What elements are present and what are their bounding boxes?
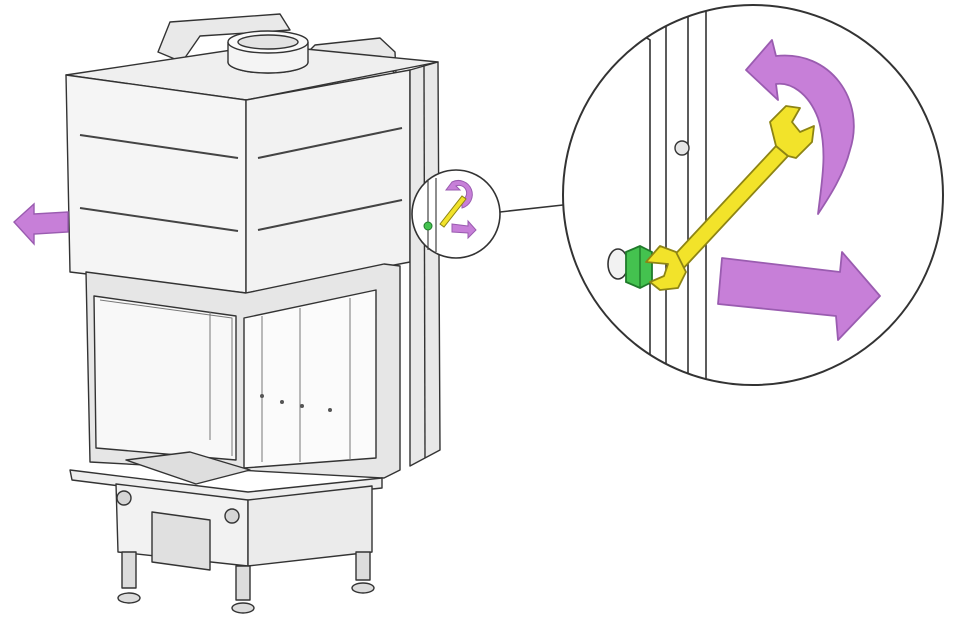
- open-end-wrench: [645, 105, 815, 291]
- air-box: [151, 511, 211, 571]
- casing-right-panel: [245, 69, 411, 294]
- glass-front: [93, 295, 237, 461]
- hex-nut: [625, 245, 653, 289]
- lower-base-side: [247, 485, 373, 567]
- flue-collar: [227, 30, 309, 74]
- small-rotate-arrow: [445, 180, 473, 209]
- rotate-counterclockwise-arrow: [745, 39, 855, 215]
- panel-grooves: [79, 127, 403, 232]
- base-knob-left: [116, 490, 132, 506]
- small-wrench: [439, 195, 467, 228]
- magnified-callout: [562, 4, 944, 386]
- small-callout: [411, 169, 501, 259]
- rail-bolt: [674, 140, 690, 156]
- ash-grate: [125, 451, 251, 485]
- adjustable-feet: [117, 551, 375, 614]
- casing-left-panel: [65, 74, 247, 294]
- glass-dots: [260, 394, 332, 412]
- push-arrow-left: [13, 202, 69, 246]
- push-arrow-right: [717, 251, 881, 341]
- glass-side: [243, 289, 377, 469]
- callout-connector: [499, 204, 564, 213]
- washer: [607, 248, 629, 280]
- small-push-arrow: [451, 219, 477, 240]
- fireplace-insert: [65, 13, 441, 614]
- base-knob-right: [224, 508, 240, 524]
